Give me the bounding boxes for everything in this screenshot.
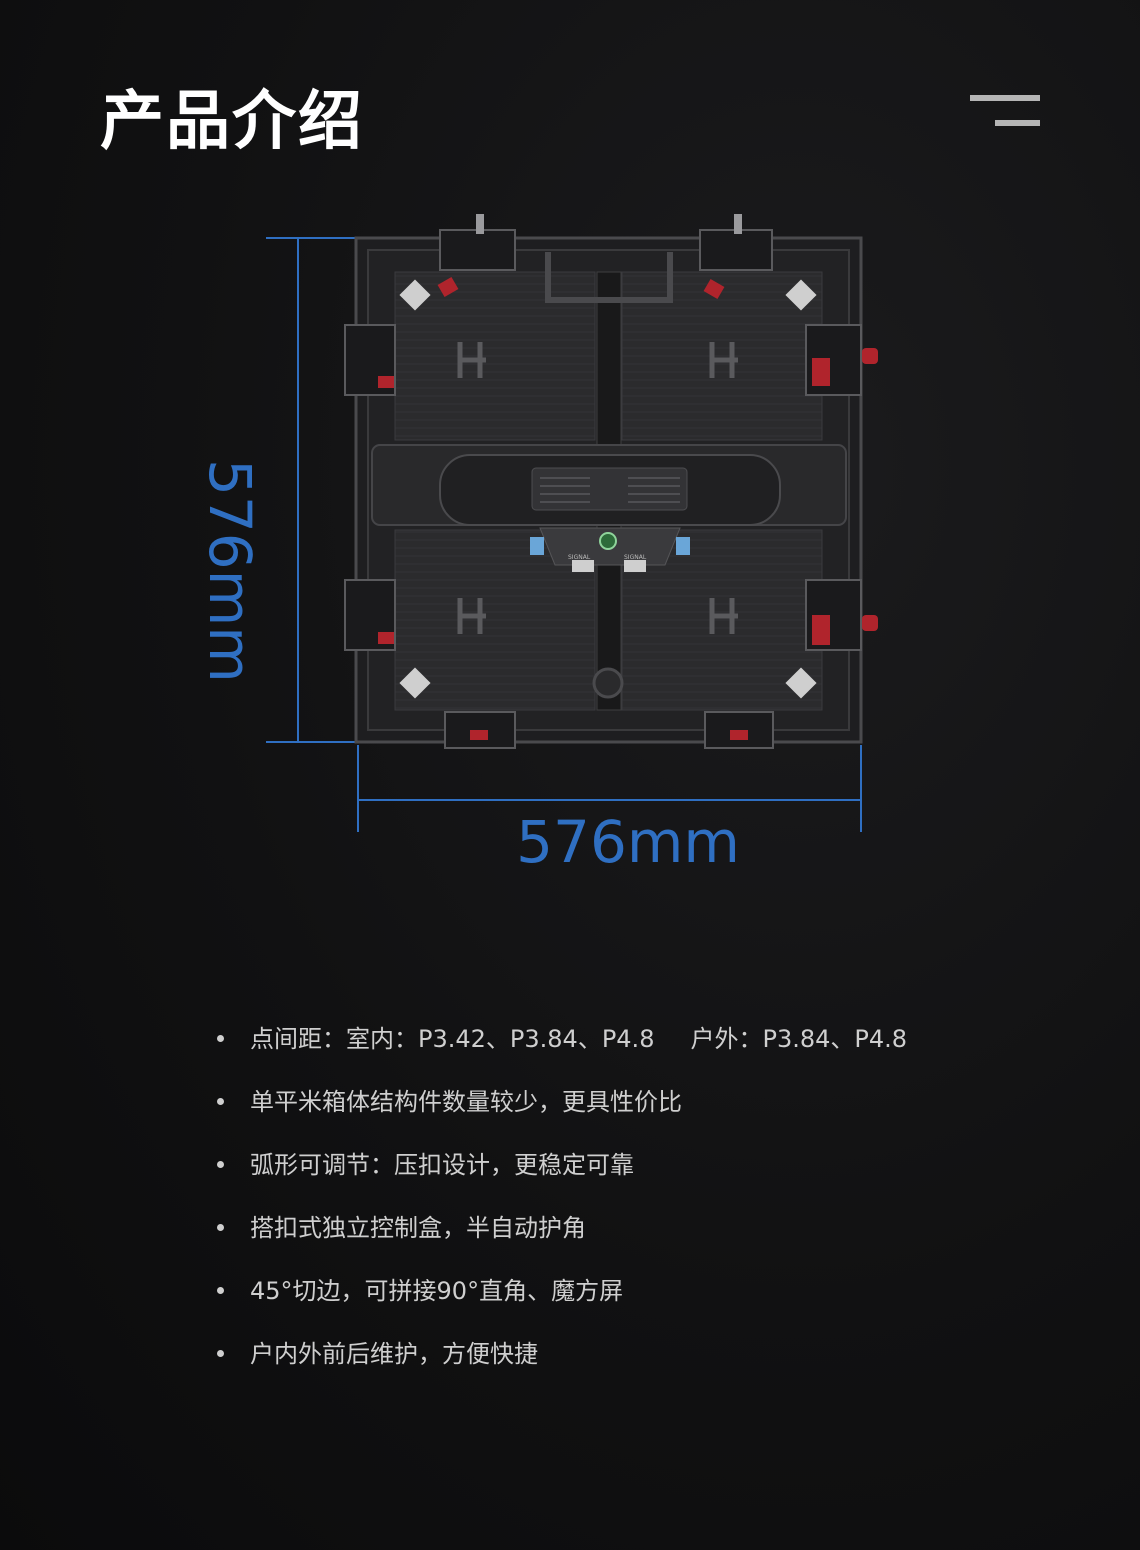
feature-item: 搭扣式独立控制盒，半自动护角 [215, 1207, 907, 1270]
menu-icon[interactable] [970, 95, 1040, 129]
menu-line-bottom [995, 120, 1040, 126]
bullet-icon [217, 1287, 224, 1294]
feature-text: 搭扣式独立控制盒，半自动护角 [250, 1214, 586, 1242]
feature-item-pitch: 点间距：室内：P3.42、P3.84、P4.8 户外：P3.84、P4.8 [215, 1018, 907, 1081]
feature-extra: 户外：P3.84、P4.8 [690, 1025, 908, 1053]
feature-text: 户内外前后维护，方便快捷 [250, 1340, 538, 1368]
feature-list: 点间距：室内：P3.42、P3.84、P4.8 户外：P3.84、P4.8 单平米… [215, 1018, 907, 1396]
feature-item: 45°切边，可拼接90°直角、魔方屏 [215, 1270, 907, 1333]
bullet-icon [217, 1161, 224, 1168]
feature-text: 单平米箱体结构件数量较少，更具性价比 [250, 1088, 682, 1116]
signal-right-label: SIGNAL [624, 554, 647, 561]
bullet-icon [217, 1224, 224, 1231]
menu-line-top [970, 95, 1040, 101]
feature-item: 单平米箱体结构件数量较少，更具性价比 [215, 1081, 907, 1144]
bullet-icon [217, 1350, 224, 1357]
feature-text: 弧形可调节：压扣设计，更稳定可靠 [250, 1151, 634, 1179]
feature-text: 45°切边，可拼接90°直角、魔方屏 [250, 1277, 624, 1305]
bullet-icon [217, 1098, 224, 1105]
bullet-icon [217, 1035, 224, 1042]
feature-item: 户内外前后维护，方便快捷 [215, 1333, 907, 1396]
page-title: 产品介绍 [100, 85, 364, 159]
signal-left-label: SIGNAL [568, 554, 591, 561]
width-label: 576mm [516, 808, 740, 876]
feature-item: 弧形可调节：压扣设计，更稳定可靠 [215, 1144, 907, 1207]
feature-text: 点间距：室内：P3.42、P3.84、P4.8 [250, 1025, 655, 1053]
